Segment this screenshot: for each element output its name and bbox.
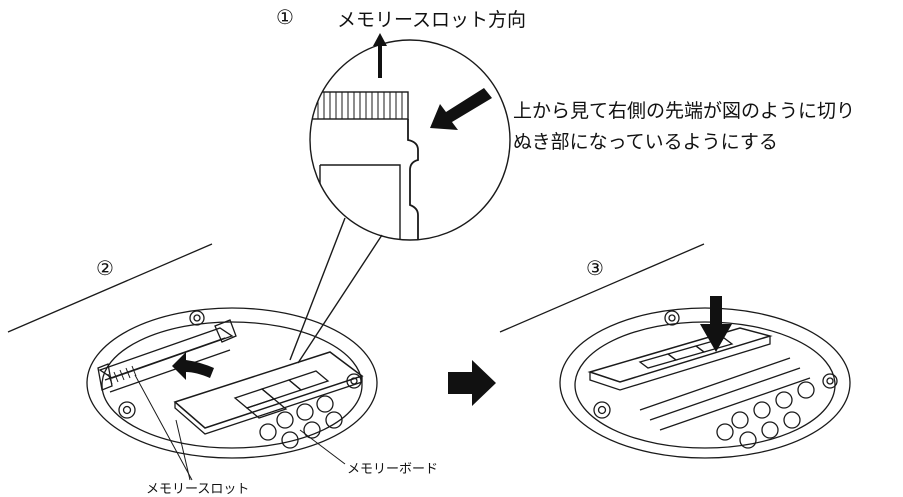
notch-instruction: 上から見て右側の先端が図のように切り ぬき部になっているようにする: [513, 96, 855, 158]
press-down-arrow-icon: [700, 296, 732, 352]
memory-board-thickness: [174, 376, 363, 435]
right-assembly: [499, 243, 851, 459]
memory-board-label: メモリーボード: [347, 462, 439, 477]
notch-instruction-line-2: ぬき部になっているようにする: [513, 131, 778, 153]
slot-direction-label: メモリースロット方向: [337, 9, 527, 31]
memory-slot-label: メモリースロット: [146, 482, 250, 497]
step-2-marker: ②: [96, 256, 114, 280]
step-3-marker: ③: [586, 256, 604, 280]
screw-bosses-right: [593, 310, 838, 419]
slot-latch: [97, 319, 237, 391]
zoom-callout: [289, 33, 511, 364]
next-step-arrow-icon: [448, 360, 496, 406]
leader-memory-board: [299, 429, 346, 465]
bay-inner-rim: [101, 321, 363, 449]
notch-instruction-line-1: 上から見て右側の先端が図のように切り: [513, 100, 856, 122]
step-1-marker: ①: [276, 5, 294, 29]
memory-board-right-thickness: [589, 336, 771, 391]
vent-holes-left: [259, 395, 343, 449]
callout-pointer-right: [297, 234, 383, 364]
board-notch-edge: [407, 119, 419, 240]
memory-chips-left: [233, 370, 330, 419]
leader-memory-slot-2: [175, 419, 191, 481]
surface-line-left: [7, 243, 213, 333]
insert-arrow-icon: [172, 352, 214, 380]
vent-holes-right: [716, 381, 815, 449]
surface-line-right: [499, 243, 705, 333]
bay-outer-rim-right: [559, 307, 851, 459]
slot-pins: [107, 365, 137, 385]
up-arrow-icon: [373, 33, 387, 78]
push-arrow-icon: [430, 88, 492, 130]
memory-slot-right: [639, 357, 811, 431]
memory-slot-rails: [98, 327, 234, 393]
leader-memory-slot: [134, 374, 193, 481]
connector-pins: [317, 92, 403, 119]
memory-board-left: [173, 351, 364, 429]
callout-pointer-left: [289, 217, 346, 361]
bay-outer-rim: [86, 307, 378, 459]
left-assembly: [7, 243, 378, 481]
bay-inner-rim-right: [574, 321, 836, 449]
screw-bosses: [118, 310, 362, 419]
